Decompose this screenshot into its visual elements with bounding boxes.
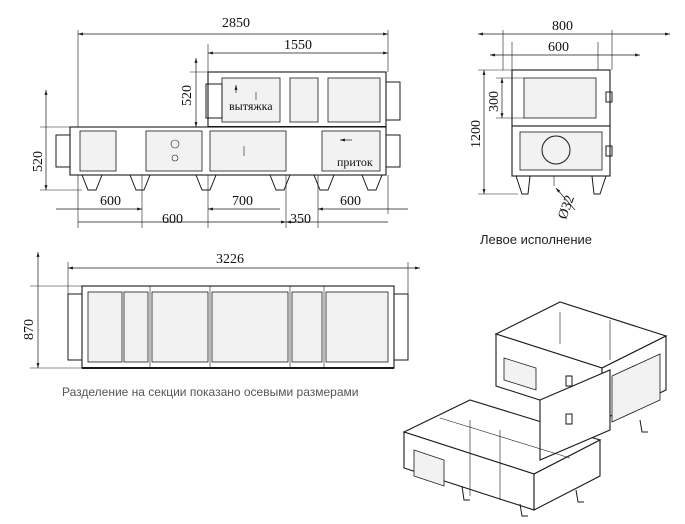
side-lower-panel	[519, 131, 603, 171]
dim-600-side: 600	[548, 40, 569, 55]
supply-duct-left	[55, 134, 71, 168]
iso-upper-opening	[503, 357, 537, 391]
dim-600-b: 600	[162, 212, 183, 227]
isometric-view	[402, 301, 668, 517]
plan-duct-left	[67, 293, 83, 361]
plan-panel-3	[151, 291, 209, 363]
dim-2850: 2850	[222, 16, 250, 31]
door-handle	[605, 145, 613, 157]
supply-fan-panel	[321, 130, 381, 172]
exhaust-label: вытяжка	[229, 99, 273, 113]
plan-panel-2	[123, 291, 149, 363]
door-handle	[605, 91, 613, 103]
side-view: 800 600 1200 300 Ø32 Левое исполнение	[469, 19, 670, 247]
dim-800: 800	[552, 19, 573, 34]
dim-600-a: 600	[100, 194, 121, 209]
dim-700: 700	[232, 194, 253, 209]
connection-port	[170, 139, 180, 149]
dim-350: 350	[290, 212, 311, 227]
fan-outlet	[541, 135, 571, 165]
drain-leader	[555, 187, 576, 211]
dim-870: 870	[22, 319, 37, 340]
iso-side-panel	[611, 353, 661, 423]
iso-handle	[565, 413, 573, 425]
dim-drain: Ø32	[556, 194, 578, 222]
side-legs	[515, 175, 607, 195]
side-caption: Левое исполнение	[480, 232, 592, 247]
plan-note: Разделение на секции показано осевыми ра…	[62, 385, 358, 399]
dim-1200: 1200	[469, 120, 484, 148]
side-upper-opening	[523, 77, 597, 119]
iso-mid-body	[539, 369, 611, 461]
plan-panel-6	[325, 291, 389, 363]
plan-duct-right	[393, 293, 409, 361]
upper-mid-panel	[289, 77, 319, 123]
dim-520-upper: 520	[180, 85, 195, 106]
front-view: вытяжка приток 2850 1550 520 520 600 600…	[31, 16, 408, 228]
supply-label: приток	[337, 155, 373, 169]
dim-300: 300	[487, 91, 502, 112]
iso-handle	[565, 375, 573, 387]
exhaust-duct-left	[205, 83, 223, 119]
dim-1550: 1550	[284, 38, 312, 53]
plan-panel-5	[291, 291, 323, 363]
support-legs	[81, 174, 383, 191]
plan-panel-1	[87, 291, 123, 363]
exhaust-duct-right	[385, 81, 401, 121]
dim-600-c: 600	[340, 194, 361, 209]
lower-panel-1	[79, 130, 117, 172]
upper-right-panel	[327, 77, 381, 123]
iso-inlet	[413, 449, 445, 487]
supply-duct-right	[385, 134, 401, 168]
plan-view: 3226 870 Разделение на секции показано о…	[22, 251, 420, 399]
iso-legs	[461, 419, 648, 517]
lower-panel-3	[209, 130, 287, 172]
exhaust-fan-panel	[221, 77, 281, 123]
dim-520-lower: 520	[31, 151, 46, 172]
iso-lower-end	[533, 439, 601, 511]
dim-3226: 3226	[216, 252, 244, 267]
plan-panel-4	[211, 291, 289, 363]
connection-port	[171, 154, 179, 162]
lower-panel-2	[145, 130, 203, 172]
